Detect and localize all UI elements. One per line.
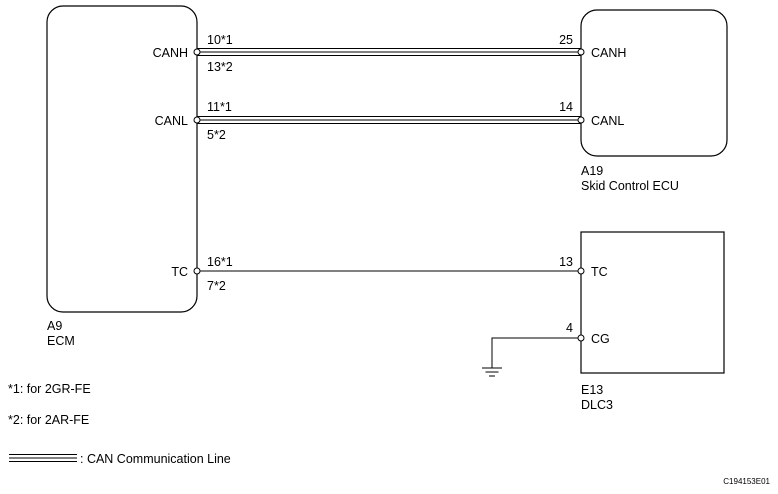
ecm-box — [46, 5, 198, 313]
ecm-canh-label: CANH — [153, 46, 188, 60]
skid-control-ecu-box — [580, 9, 728, 157]
dlc3-code: E13 — [581, 383, 603, 397]
note-2: *2: for 2AR-FE — [8, 413, 89, 427]
legend-label: : CAN Communication Line — [80, 452, 231, 466]
skid-ecu-code: A19 — [581, 164, 603, 178]
dlc3-tc-label: TC — [591, 265, 608, 279]
ecm-name: ECM — [47, 334, 75, 348]
skid-ecu-name: Skid Control ECU — [581, 179, 679, 193]
ecm-canl-terminal — [193, 116, 201, 124]
canh-far-pin: 25 — [559, 33, 573, 47]
dlc3-cg-label: CG — [591, 332, 610, 346]
terminals — [193, 48, 585, 342]
dlc3-tc-terminal — [577, 267, 585, 275]
canl-can-line — [197, 115, 581, 125]
dlc3-name: DLC3 — [581, 398, 613, 412]
ecm-tc-label: TC — [171, 265, 188, 279]
ecm-canh-terminal — [193, 48, 201, 56]
ground-icon — [482, 367, 502, 377]
skid-canh-terminal — [577, 48, 585, 56]
skid-canl-terminal — [577, 116, 585, 124]
canl-ecm-pin-1: 11*1 — [207, 100, 232, 114]
cg-wire — [491, 337, 581, 368]
canh-can-line — [197, 47, 581, 57]
canh-ecm-pin-2: 13*2 — [207, 60, 233, 74]
ecm-canl-label: CANL — [155, 114, 188, 128]
tc-far-pin: 13 — [559, 255, 573, 269]
tc-ecm-pin-2: 7*2 — [207, 279, 226, 293]
tc-ecm-pin-1: 16*1 — [207, 255, 233, 269]
canl-ecm-pin-2: 5*2 — [207, 128, 226, 142]
canl-far-pin: 14 — [559, 100, 573, 114]
dlc3-box — [580, 231, 725, 374]
canh-ecm-pin-1: 10*1 — [207, 33, 233, 47]
skid-canh-label: CANH — [591, 46, 626, 60]
note-1: *1: for 2GR-FE — [8, 382, 91, 396]
cg-far-pin: 4 — [566, 321, 573, 335]
dlc3-cg-terminal — [577, 334, 585, 342]
ecm-code: A9 — [47, 319, 62, 333]
can-line-legend-symbol — [9, 453, 77, 463]
ecm-tc-terminal — [193, 267, 201, 275]
skid-canl-label: CANL — [591, 114, 624, 128]
figure-id: C194153E01 — [723, 477, 770, 486]
